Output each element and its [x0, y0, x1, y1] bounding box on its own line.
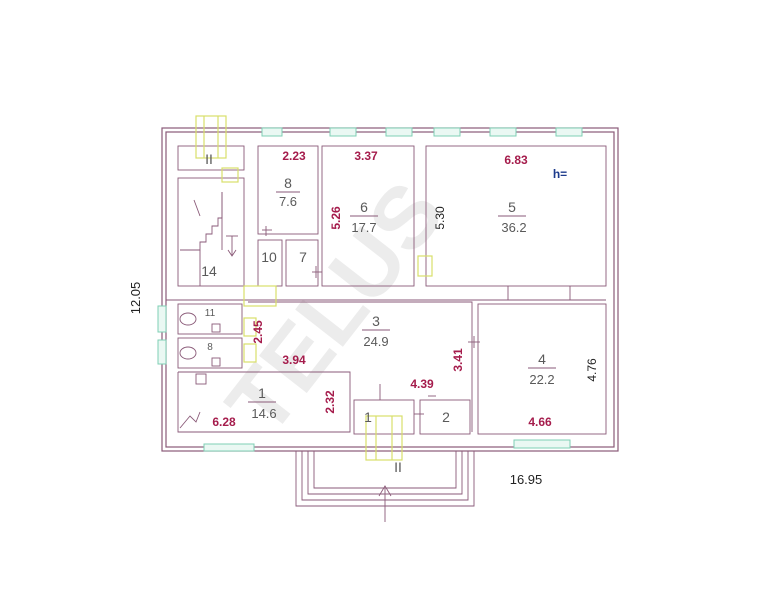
height-label: h= — [553, 167, 567, 181]
room-3-wall — [248, 301, 473, 432]
room-10-label: 8 — [207, 342, 213, 353]
room-11-label: 11 — [205, 308, 216, 319]
top-windows — [261, 127, 583, 137]
room-6-area: 17.7 — [351, 220, 376, 235]
room-1b-wall — [353, 399, 415, 435]
dim-4-76: 4.76 — [585, 358, 599, 382]
room-14-label: II — [205, 151, 213, 167]
left-openings — [157, 305, 167, 365]
room-1-area: 14.6 — [251, 406, 276, 421]
room-4-wall — [477, 303, 607, 435]
dim-4-39: 4.39 — [410, 377, 434, 391]
room-1b-label: 1 — [364, 409, 372, 425]
room-5-label: 5 — [508, 199, 516, 215]
dim-2-45: 2.45 — [251, 320, 265, 344]
room-8-area: 7.6 — [279, 194, 297, 209]
bottom-windows — [203, 439, 571, 452]
room-7-label: 7 — [299, 249, 307, 265]
room-2-label: 2 — [442, 409, 450, 425]
door-marks — [195, 115, 433, 461]
room-6-label: 6 — [360, 199, 368, 215]
dim-3-37: 3.37 — [354, 149, 378, 163]
dim-16-95: 16.95 — [510, 472, 543, 487]
room-7-wall — [285, 239, 319, 287]
room-3-label: 3 — [372, 313, 380, 329]
dim-5-26: 5.26 — [329, 206, 343, 230]
room-6-wall — [321, 145, 415, 287]
room-3-area: 24.9 — [363, 334, 388, 349]
markers — [262, 226, 480, 415]
room-8-wall — [257, 145, 319, 235]
room-12-label: 10 — [261, 249, 277, 265]
dim-12-05: 12.05 — [128, 282, 143, 315]
room-2-wall — [419, 399, 471, 435]
room-13-label: 14 — [201, 263, 217, 279]
room-8-label: 8 — [284, 175, 292, 191]
room-4-label: 4 — [538, 351, 546, 367]
room-5-area: 36.2 — [501, 220, 526, 235]
room-1-label: 1 — [258, 385, 266, 401]
dim-6-83: 6.83 — [504, 153, 528, 167]
dim-6-28: 6.28 — [212, 415, 236, 429]
room-1-wall — [177, 371, 351, 433]
dim-5-30: 5.30 — [433, 206, 447, 230]
toilets — [177, 303, 243, 369]
dim-3-41: 3.41 — [451, 348, 465, 372]
stair-block — [177, 145, 245, 287]
room-5-wall — [425, 145, 607, 287]
dim-3-94: 3.94 — [282, 353, 306, 367]
dim-4-66: 4.66 — [528, 415, 552, 429]
dim-2-23: 2.23 — [282, 149, 306, 163]
dim-2-32: 2.32 — [323, 390, 337, 414]
room-4-area: 22.2 — [529, 372, 554, 387]
room-II-label: II — [394, 459, 402, 475]
entrance-porch — [295, 451, 475, 522]
